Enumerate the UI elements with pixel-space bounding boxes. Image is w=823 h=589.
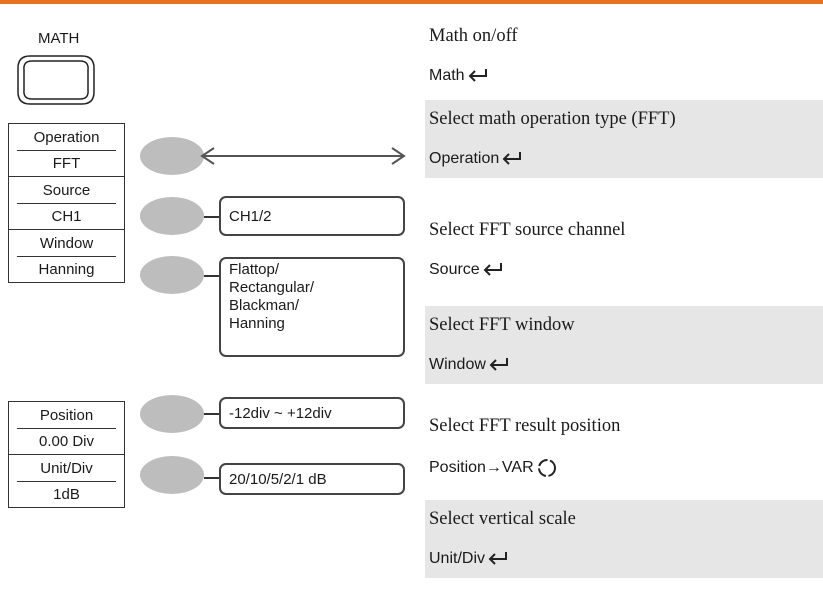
source-title: Source — [9, 177, 124, 204]
key-label: Window — [429, 355, 486, 373]
key-row: Window — [425, 345, 823, 384]
accent-bar — [0, 0, 823, 4]
key-row: Math — [425, 56, 823, 95]
return-arrow-icon — [483, 262, 502, 276]
fft-menu-panel-2: Position 0.00 Div Unit/Div 1dB — [8, 401, 125, 508]
unitdiv-title: Unit/Div — [9, 455, 124, 482]
key-label: Position→VAR — [429, 458, 534, 476]
desc-row: Math on/off — [425, 17, 823, 56]
source-connector — [204, 216, 220, 218]
key-row: Source — [425, 250, 823, 289]
operation-value: FFT — [52, 154, 81, 172]
window-option: Hanning — [229, 315, 285, 332]
variable-knob-icon — [537, 458, 556, 477]
position-range: -12div ~ +12div — [219, 397, 405, 429]
operation-softkey[interactable]: Operation FFT — [9, 124, 124, 176]
position-title: Position — [9, 402, 124, 429]
operation-title: Operation — [9, 124, 124, 151]
window-title: Window — [9, 230, 124, 257]
source-knob[interactable] — [140, 197, 204, 235]
desc-text: Math on/off — [429, 26, 518, 46]
desc-text: Select FFT result position — [429, 416, 621, 436]
desc-row: Select FFT source channel — [425, 211, 823, 250]
position-value: 0.00 Div — [38, 432, 95, 450]
toggle-double-arrow-icon — [200, 147, 406, 165]
source-options: CH1/2 — [219, 196, 405, 236]
return-arrow-icon — [502, 151, 522, 165]
window-option: Flattop/ — [229, 261, 280, 278]
source-softkey[interactable]: Source CH1 — [9, 176, 124, 229]
fft-menu-panel: Operation FFT Source CH1 Window Hanning — [8, 123, 125, 283]
desc-row: Select FFT window — [425, 306, 823, 345]
position-softkey[interactable]: Position 0.00 Div — [9, 402, 124, 454]
key-label: Unit/Div — [429, 549, 486, 567]
operation-knob[interactable] — [140, 137, 204, 175]
desc-text: Select FFT window — [429, 315, 575, 335]
key-label: Math — [429, 66, 465, 84]
key-row: Unit/Div — [425, 539, 823, 578]
window-softkey[interactable]: Window Hanning — [9, 229, 124, 282]
return-arrow-icon — [489, 357, 508, 371]
desc-text: Select FFT source channel — [429, 220, 626, 240]
position-knob[interactable] — [140, 395, 204, 433]
window-value: Hanning — [38, 260, 95, 278]
unitdiv-knob[interactable] — [140, 456, 204, 494]
position-connector — [204, 413, 220, 415]
desc-row: Select vertical scale — [425, 500, 823, 539]
key-label: Operation — [429, 149, 500, 167]
source-value: CH1 — [51, 207, 82, 225]
desc-row: Select FFT result position — [425, 407, 823, 446]
unitdiv-softkey[interactable]: Unit/Div 1dB — [9, 454, 124, 507]
unitdiv-value: 1dB — [53, 485, 80, 503]
unitdiv-options: 20/10/5/2/1 dB — [219, 463, 405, 495]
return-arrow-icon — [488, 551, 508, 565]
key-row: Position→VAR — [425, 448, 823, 487]
desc-text: Select math operation type (FFT) — [429, 109, 676, 129]
unitdiv-connector — [204, 477, 220, 479]
key-row: Operation — [425, 139, 823, 178]
window-option: Blackman/ — [229, 297, 300, 314]
desc-text: Select vertical scale — [429, 509, 576, 529]
window-option: Rectangular/ — [229, 279, 315, 296]
desc-row: Select math operation type (FFT) — [425, 100, 823, 139]
window-options: Flattop/ Rectangular/ Blackman/ Hanning — [219, 257, 405, 357]
return-arrow-icon — [468, 68, 487, 82]
key-label: Source — [429, 260, 480, 278]
window-knob[interactable] — [140, 256, 204, 294]
math-button[interactable] — [16, 54, 96, 106]
window-connector — [204, 275, 220, 277]
math-button-label: MATH — [38, 30, 80, 47]
